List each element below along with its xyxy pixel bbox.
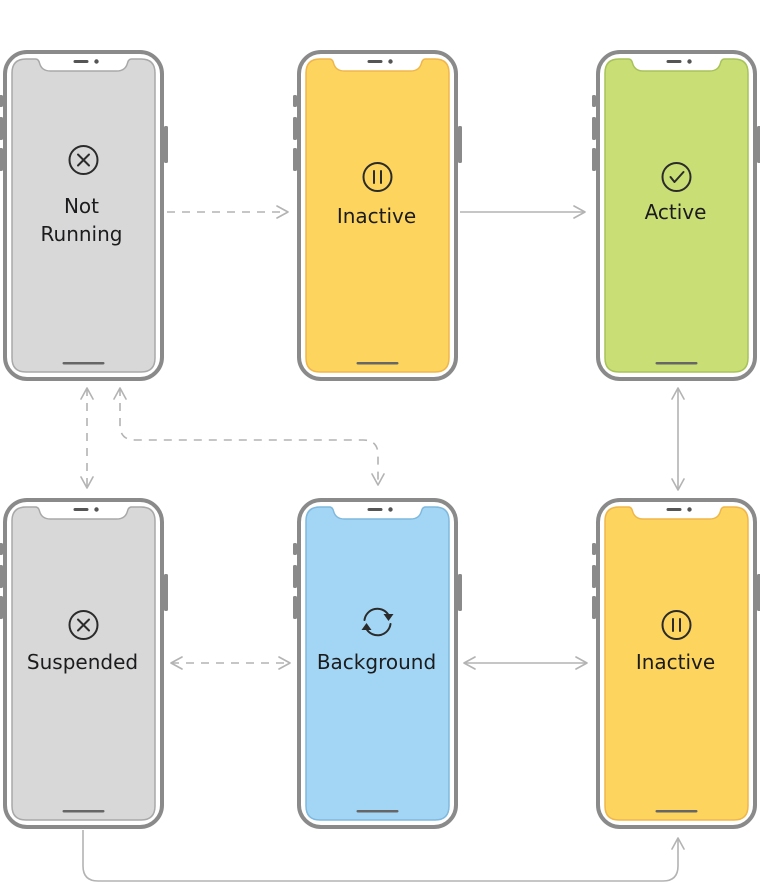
- arrow-suspended-to-inactive-bottom: [82, 830, 685, 882]
- phone-screen: [11, 506, 156, 821]
- home-indicator: [356, 362, 399, 365]
- speaker-grille: [73, 508, 89, 511]
- transition-arrows: [80, 205, 685, 882]
- power-button: [458, 126, 462, 163]
- volume-up-button: [592, 117, 596, 140]
- home-indicator: [62, 362, 105, 365]
- home-indicator: [356, 810, 399, 813]
- phone-active: Active: [592, 50, 760, 381]
- power-button: [164, 126, 168, 163]
- home-indicator: [655, 362, 698, 365]
- power-button: [458, 574, 462, 611]
- front-camera: [388, 507, 393, 512]
- pause-circle-icon: [661, 610, 692, 640]
- x-circle-icon: [68, 610, 99, 640]
- volume-down-button: [592, 596, 596, 619]
- volume-down-button: [293, 148, 297, 171]
- power-button: [757, 126, 760, 163]
- state-label: Active: [645, 200, 707, 224]
- phone-screen: [305, 506, 450, 821]
- volume-up-button: [293, 565, 297, 588]
- speaker-grille: [666, 60, 682, 63]
- front-camera: [687, 59, 692, 64]
- state-label: Suspended: [27, 650, 138, 674]
- volume-down-button: [293, 596, 297, 619]
- volume-up-button: [592, 565, 596, 588]
- volume-up-button: [0, 565, 3, 588]
- volume-up-button: [293, 117, 297, 140]
- silent-switch: [592, 543, 596, 555]
- phone-background: Background: [293, 498, 462, 829]
- silent-switch: [293, 543, 297, 555]
- front-camera: [94, 59, 99, 64]
- silent-switch: [592, 95, 596, 107]
- phone-inactive-bottom: Inactive: [592, 498, 760, 829]
- phone-inactive-top: Inactive: [293, 50, 462, 381]
- volume-down-button: [0, 148, 3, 171]
- power-button: [757, 574, 760, 611]
- x-circle-icon: [68, 145, 99, 175]
- state-label-line1: Not: [64, 194, 99, 218]
- speaker-grille: [367, 60, 383, 63]
- silent-switch: [293, 95, 297, 107]
- phone-suspended: Suspended: [0, 498, 168, 829]
- phone-screen: [604, 506, 749, 821]
- volume-down-button: [592, 148, 596, 171]
- front-camera: [687, 507, 692, 512]
- power-button: [164, 574, 168, 611]
- front-camera: [94, 507, 99, 512]
- state-label: Inactive: [636, 650, 715, 674]
- speaker-grille: [367, 508, 383, 511]
- volume-up-button: [0, 117, 3, 140]
- home-indicator: [62, 810, 105, 813]
- state-label: Inactive: [337, 204, 416, 228]
- home-indicator: [655, 810, 698, 813]
- silent-switch: [0, 543, 3, 555]
- state-label: Background: [317, 650, 436, 674]
- front-camera: [388, 59, 393, 64]
- phone-screen: [11, 58, 156, 373]
- speaker-grille: [666, 508, 682, 511]
- checkmark-circle-icon: [661, 162, 692, 192]
- phone-screen: [305, 58, 450, 373]
- refresh-arrows-icon: [361, 607, 394, 637]
- pause-circle-icon: [362, 162, 393, 192]
- phone-screen: [604, 58, 749, 373]
- state-label-line2: Running: [41, 222, 123, 246]
- arrow-not-running-background: [113, 387, 385, 486]
- volume-down-button: [0, 596, 3, 619]
- speaker-grille: [73, 60, 89, 63]
- silent-switch: [0, 95, 3, 107]
